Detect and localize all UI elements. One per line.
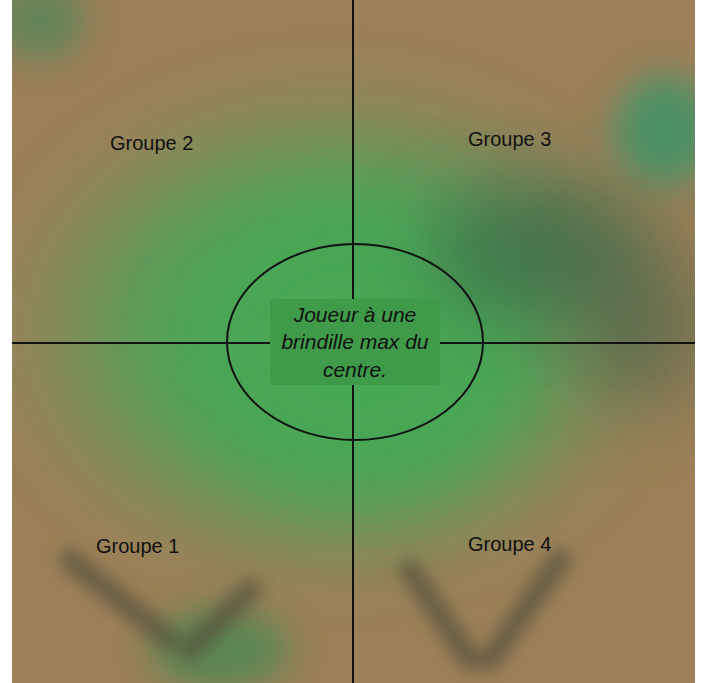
circle-content: Joueur à une brindille max du centre. <box>226 243 484 441</box>
crosshair <box>12 0 695 683</box>
group-label: Groupe 4 <box>468 532 551 556</box>
group-label: Groupe 1 <box>96 534 179 558</box>
group-label: Groupe 3 <box>468 127 551 151</box>
group-label: Groupe 2 <box>110 131 193 155</box>
terrain <box>12 0 695 683</box>
zone-circle: Joueur à une brindille max du centre. <box>226 243 484 441</box>
player-note: Joueur à une brindille max du centre. <box>270 299 440 385</box>
circle-outline-shape <box>227 244 483 440</box>
